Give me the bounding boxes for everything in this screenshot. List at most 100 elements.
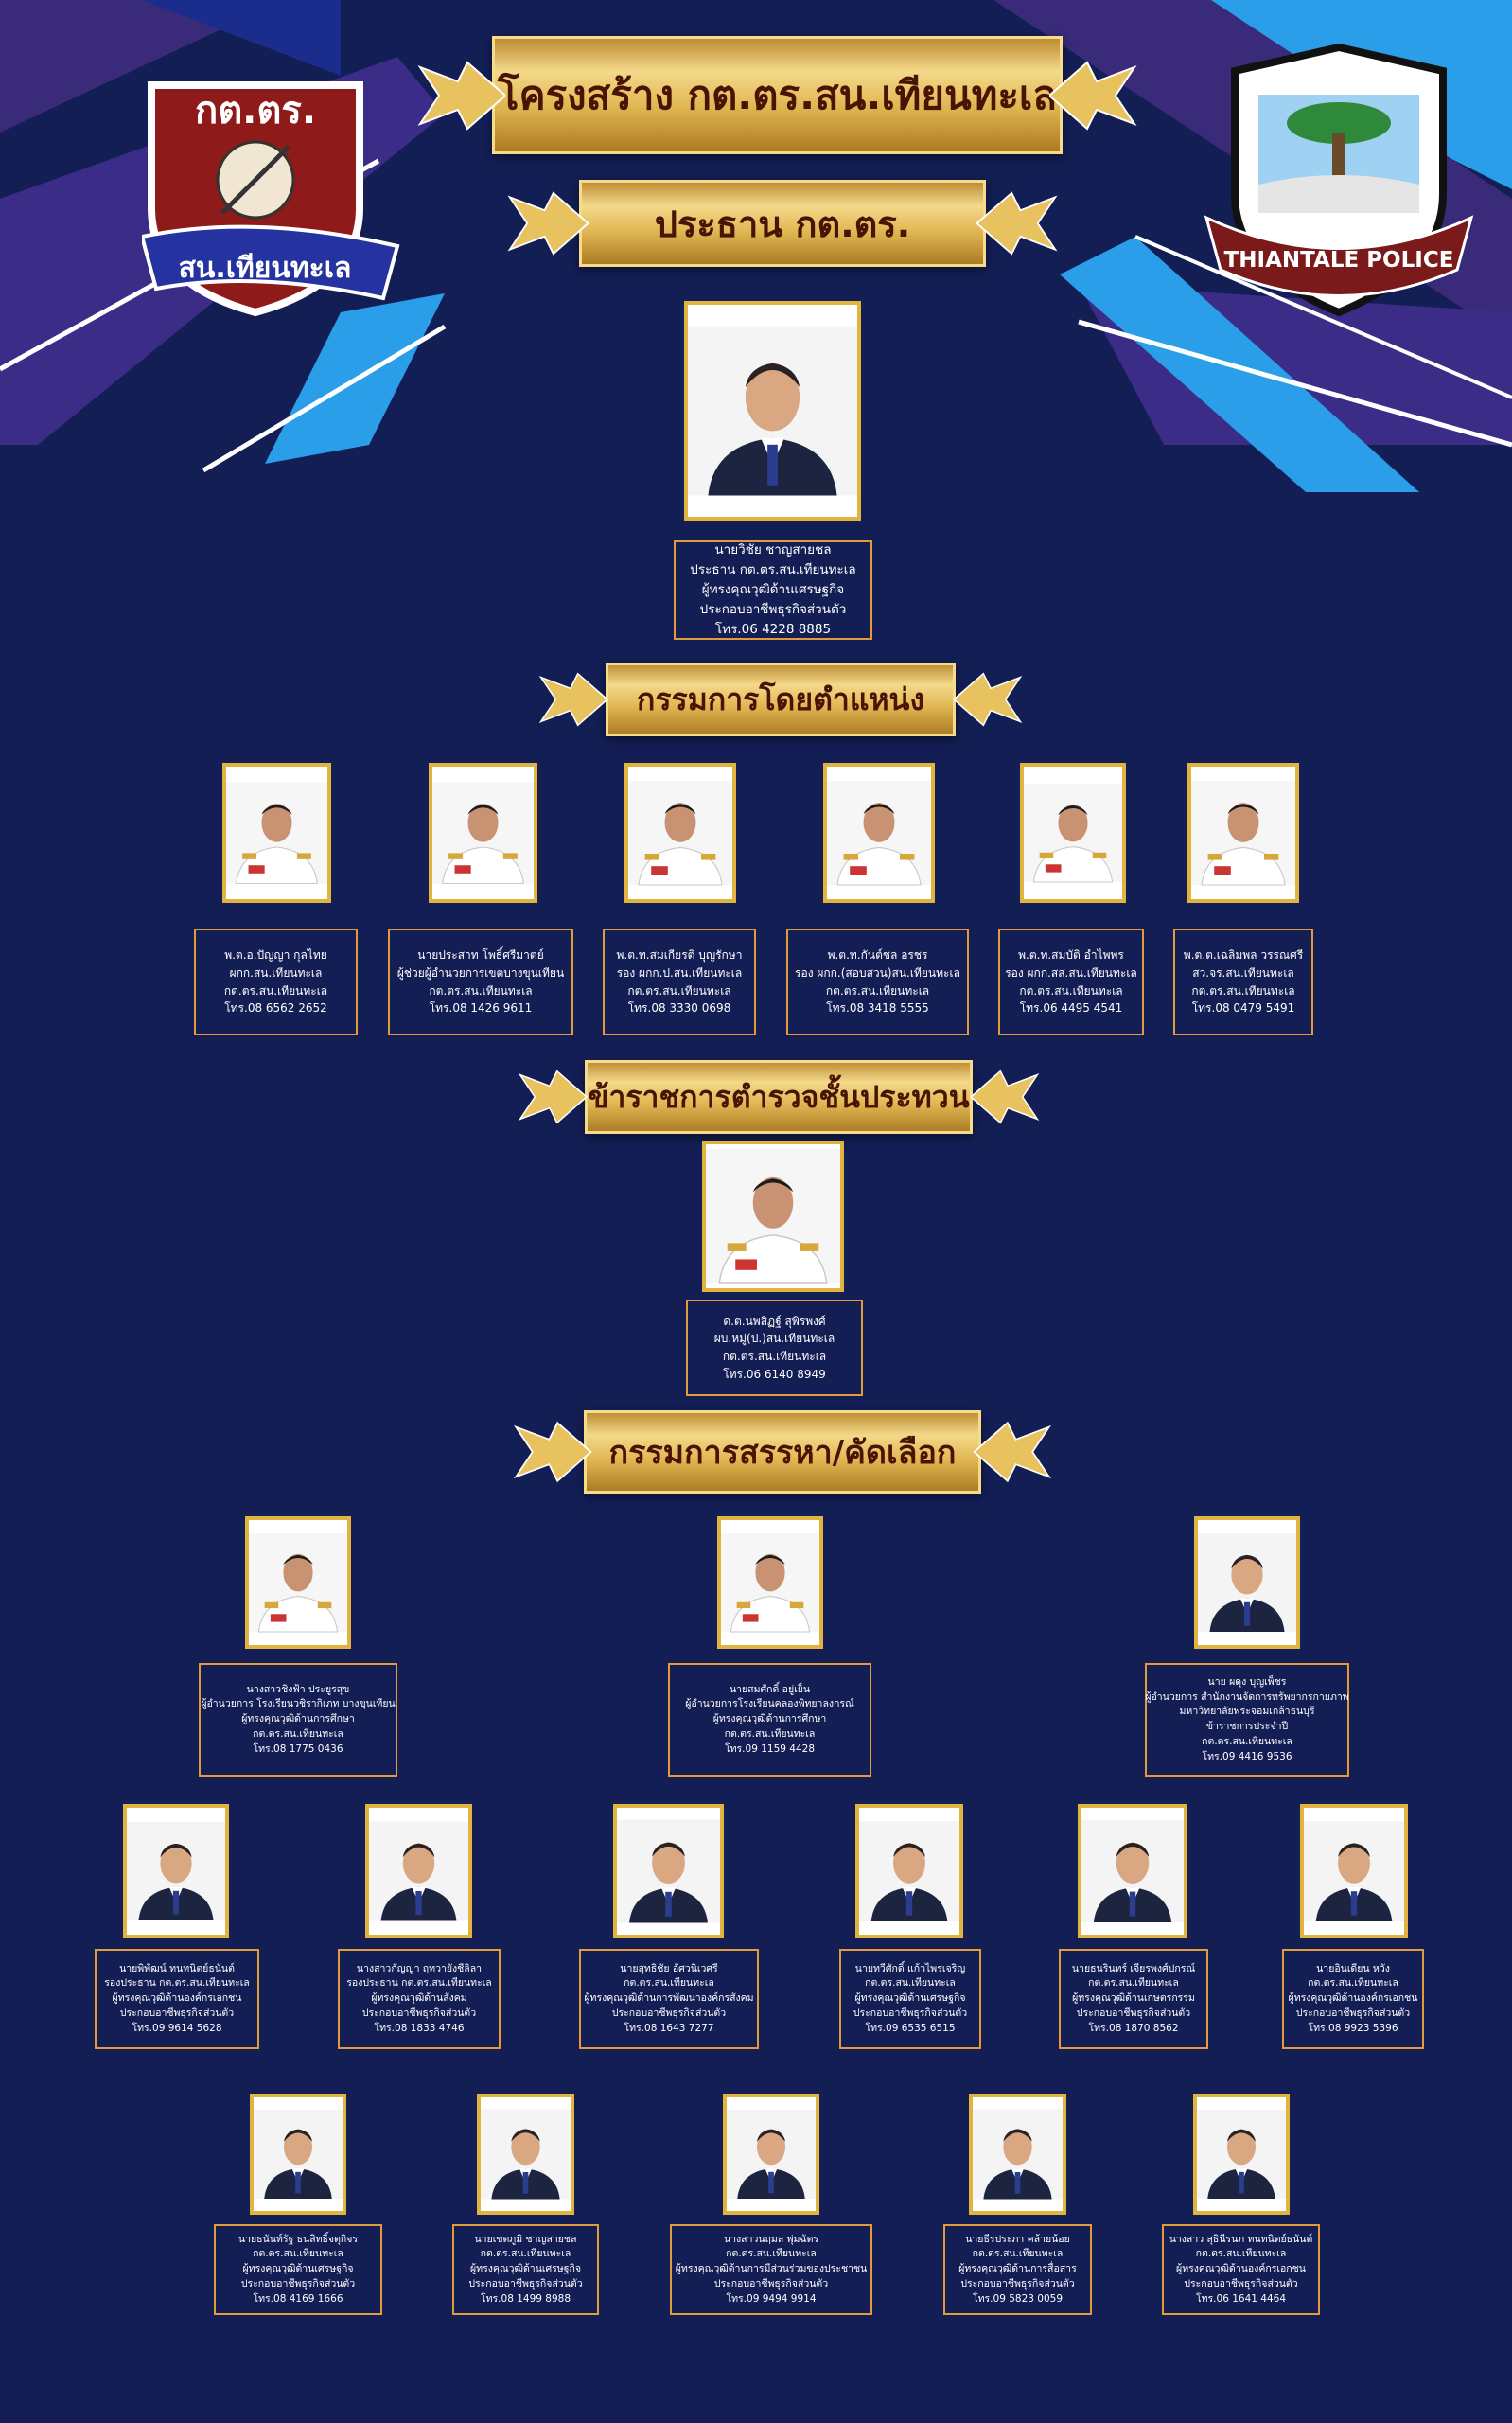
card-line: พ.ต.ท.สมเกียรติ บุญรักษา	[616, 948, 743, 963]
card-line: กต.ตร.สน.เทียนทะเล	[1019, 983, 1123, 998]
card-line: กต.ตร.สน.เทียนทะเล	[253, 1727, 343, 1740]
selected-heading: กรรมการสรรหา/คัดเลือก	[608, 1434, 957, 1472]
selected-banner: กรรมการสรรหา/คัดเลือก	[513, 1410, 1052, 1494]
member-card: นาย ผดุง บุญเพ็ชร ผู้อำนวยการ สำนักงานจั…	[1145, 1663, 1349, 1777]
member-card: นายธีรประภา คล้ายน้อย กต.ตร.สน.เทียนทะเล…	[943, 2224, 1092, 2315]
ex-officio-card: นายประสาท โพธิ์ศรีมาตย์ ผู้ช่วยผู้อำนวยก…	[388, 929, 573, 1035]
card-line: โทร.08 6562 2652	[224, 1001, 327, 1016]
card-line: นาย ผดุง บุญเพ็ชร	[1207, 1675, 1287, 1688]
chairman-banner: ประธาน กต.ตร.	[507, 180, 1058, 267]
card-line: ผู้ทรงคุณวุฒิด้านการพัฒนาองค์กรสังคม	[584, 1992, 754, 2005]
member-card: นายทวีศักดิ์ แก้วไพรเจริญ กต.ตร.สน.เทียน…	[839, 1949, 981, 2049]
card-line: โทร.06 4495 4541	[1019, 1001, 1123, 1016]
card-line: ผู้ทรงคุณวุฒิด้านเศรษฐกิจ	[701, 582, 845, 598]
member-photo	[245, 1516, 351, 1649]
card-line: โทร.09 6535 6515	[865, 2022, 956, 2034]
officer-card: ด.ต.นพสิฏฐ์ สุพิรพงศ์ ผบ.หมู่(ป.)สน.เทีย…	[686, 1300, 863, 1396]
card-line: ผู้ช่วยผู้อำนวยการเขตบางขุนเทียน	[396, 965, 565, 980]
card-line: นางสาวนฤมล พุ่มฉัตร	[723, 2233, 819, 2245]
chairman-card: นายวิชัย ชาญสายชล ประธาน กต.ตร.สน.เทียนท…	[674, 540, 872, 640]
card-line: รองประธาน กต.ตร.สน.เทียนทะเล	[346, 1977, 492, 1990]
ornament-icon	[976, 191, 1058, 256]
card-line: นายสุทธิชัย อัศวนิเวศรี	[620, 1962, 718, 1974]
ornament-icon	[538, 672, 609, 727]
card-line: โทร.08 0479 5491	[1191, 1001, 1295, 1016]
card-line: ประกอบอาชีพธุรกิจส่วนตัว	[713, 2277, 829, 2290]
ex-officio-banner: กรรมการโดยตำแหน่ง	[538, 663, 1023, 736]
ex-officio-heading: กรรมการโดยตำแหน่ง	[636, 681, 925, 717]
card-line: โทร.09 5823 0059	[972, 2292, 1064, 2305]
card-line: กต.ตร.สน.เทียนทะเล	[1191, 983, 1295, 998]
page-title: โครงสร้าง กต.ตร.สน.เทียนทะเล	[497, 71, 1058, 118]
police-station-logo: THIANTALE POLICE	[1204, 43, 1474, 317]
ornament-icon	[513, 1421, 592, 1483]
card-line: นายเขตภูมิ ชาญสายชล	[474, 2233, 577, 2245]
card-line: กต.ตร.สน.เทียนทะเล	[726, 2248, 817, 2260]
member-photo	[1300, 1804, 1408, 1938]
ornament-icon	[1049, 60, 1137, 131]
card-line: โทร.08 9923 5396	[1308, 2022, 1398, 2034]
logo-police-text: THIANTALE POLICE	[1224, 248, 1454, 273]
card-line: กต.ตร.สน.เทียนทะเล	[627, 983, 731, 998]
card-line: ผู้ทรงคุณวุฒิด้านองค์กรเอกชน	[112, 1992, 242, 2005]
member-card: นางสาวชิงฟ้า ประยูรสุข ผู้อำนวยการ โรงเร…	[199, 1663, 397, 1777]
card-line: โทร.06 6140 8949	[723, 1367, 826, 1381]
ornament-icon	[507, 191, 589, 256]
chairman-photo	[684, 301, 861, 521]
card-line: นายสมศักดิ์ อยู่เย็น	[729, 1683, 811, 1695]
member-photo	[1193, 2094, 1290, 2215]
member-card: นายธนรินทร์ เจียรพงศ์ปกรณ์ กต.ตร.สน.เทีย…	[1059, 1949, 1208, 2049]
member-photo	[365, 1804, 472, 1938]
card-line: สว.จร.สน.เทียนทะเล	[1192, 965, 1294, 980]
card-line: โทร.09 9614 5628	[132, 2022, 222, 2034]
card-line: นายวิชัย ชาญสายชล	[714, 542, 832, 558]
card-line: โทร.08 3418 5555	[826, 1001, 929, 1016]
ex-officio-photo	[823, 763, 935, 903]
member-card: นายอินเดียน หวัง กต.ตร.สน.เทียนทะเล ผู้ท…	[1282, 1949, 1424, 2049]
card-line: โทร.06 4228 8885	[714, 621, 832, 637]
card-line: ผู้ทรงคุณวุฒิด้านการสื่อสาร	[958, 2263, 1077, 2275]
card-line: กต.ตร.สน.เทียนทะเล	[480, 2248, 571, 2260]
card-line: กต.ตร.สน.เทียนทะเล	[825, 983, 930, 998]
card-line: โทร.08 1499 8988	[480, 2292, 571, 2305]
ex-officio-card: พ.ต.ท.กันต์ชล อรชร รอง ผกก.(สอบสวน)สน.เท…	[786, 929, 969, 1035]
card-line: ประกอบอาชีพธุรกิจส่วนตัว	[240, 2277, 356, 2290]
card-line: ผู้ทรงคุณวุฒิด้านการศึกษา	[241, 1713, 355, 1725]
member-photo	[250, 2094, 346, 2215]
member-card: นางสาว สุธินีรนภ ทนทนิตย์ธนันต์ กต.ตร.สน…	[1162, 2224, 1320, 2315]
card-line: ผู้ทรงคุณวุฒิด้านองค์กรเอกชน	[1288, 1992, 1418, 2005]
card-line: ประกอบอาชีพธุรกิจส่วนตัว	[1295, 2007, 1411, 2019]
member-photo	[477, 2094, 574, 2215]
card-line: โทร.08 4169 1666	[253, 2292, 343, 2305]
chairman-heading: ประธาน กต.ตร.	[654, 203, 911, 245]
card-line: นายธีรประภา คล้ายน้อย	[965, 2233, 1070, 2245]
card-line: ผู้ทรงคุณวุฒิด้านองค์กรเอกชน	[1176, 2263, 1306, 2275]
page-title-banner: โครงสร้าง กต.ตร.สน.เทียนทะเล	[417, 36, 1137, 154]
ex-officio-photo	[624, 763, 736, 903]
card-line: ผู้ทรงคุณวุฒิด้านสังคม	[371, 1992, 467, 2005]
member-card: นางสาวกัญญา ฤทวายังชีลิลา รองประธาน กต.ต…	[338, 1949, 501, 2049]
card-line: ผู้ทรงคุณวุฒิด้านเศรษฐกิจ	[854, 1992, 966, 2005]
card-line: พ.ต.ต.เฉลิมพล วรรณศรี	[1183, 948, 1304, 963]
card-line: นายพิพัฒน์ ทนทนิตย์ธนันต์	[119, 1962, 235, 1974]
card-line: โทร.08 1775 0436	[253, 1742, 343, 1755]
card-line: ประกอบอาชีพธุรกิจส่วนตัว	[1184, 2277, 1298, 2290]
card-line: ผู้อำนวยการโรงเรียนคลองพิทยาลงกรณ์	[685, 1698, 854, 1710]
member-card: นายธนันท์รัฐ ธนสิทธิ์จตุกิจร กต.ตร.สน.เท…	[214, 2224, 382, 2315]
card-line: นายประสาท โพธิ์ศรีมาตย์	[417, 948, 544, 963]
card-line: โทร.06 1641 4464	[1195, 2292, 1287, 2305]
card-line: โทร.09 1159 4428	[724, 1742, 816, 1755]
card-line: นายธนันท์รัฐ ธนสิทธิ์จตุกิจร	[237, 2233, 359, 2245]
member-photo	[723, 2094, 819, 2215]
card-line: พ.ต.ท.กันต์ชล อรชร	[827, 948, 928, 963]
member-card: นายสมศักดิ์ อยู่เย็น ผู้อำนวยการโรงเรียน…	[668, 1663, 871, 1777]
ornament-icon	[973, 1421, 1052, 1483]
card-line: ประกอบอาชีพธุรกิจส่วนตัว	[699, 601, 847, 617]
card-line: ประกอบอาชีพธุรกิจส่วนตัว	[853, 2007, 968, 2019]
member-photo	[717, 1516, 823, 1649]
ornament-icon	[952, 672, 1023, 727]
card-line: ผู้ทรงคุณวุฒิด้านการมีส่วนร่วมของประชาชน	[675, 2263, 868, 2275]
card-line: โทร.09 9494 9914	[726, 2292, 817, 2305]
card-line: กต.ตร.สน.เทียนทะเล	[724, 1727, 816, 1740]
officer-heading: ข้าราชการตำรวจชั้นประทวน	[588, 1078, 970, 1115]
